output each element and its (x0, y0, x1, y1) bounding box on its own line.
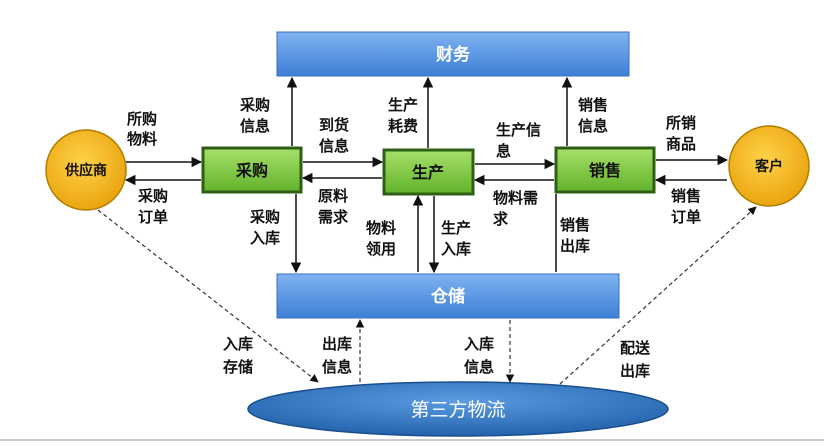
sales-box-label: 销售 (589, 161, 621, 180)
label-arrival-info-1: 到货 (319, 116, 349, 134)
label-sold-goods-1: 所销 (666, 114, 696, 132)
label-inbound-info-1: 入库 (464, 335, 494, 353)
label-supplier-to-purchase-2: 物料 (127, 130, 157, 148)
arrow-supplier-to-logistics (97, 209, 319, 383)
finance-bar: 财务 (276, 31, 630, 77)
label-material-use-1: 物料 (366, 219, 396, 237)
label-sales-info-2: 信息 (578, 117, 608, 135)
purchase-box-label: 采购 (235, 161, 268, 180)
flow-labels: 所购 物料 采购 订单 采购 信息 到货 信息 原料 需求 采购 入库 生产 耗… (127, 96, 701, 380)
customer-circle: 客户 (728, 125, 810, 207)
label-purchase-inbound-1: 采购 (249, 208, 280, 226)
label-sales-info-1: 销售 (578, 96, 608, 114)
production-box: 生产 (382, 148, 475, 196)
label-arrival-info-2: 信息 (319, 137, 349, 155)
label-material-demand-1: 原料 (318, 187, 348, 205)
label-production-inbound-2: 入库 (441, 240, 471, 258)
label-material-use-2: 领用 (365, 240, 396, 258)
logistics-ellipse: 第三方物流 (247, 381, 669, 437)
label-outbound-info-1: 出库 (322, 335, 352, 353)
label-material-demand2-2: 求 (493, 210, 509, 228)
label-purchase-info-2: 信息 (240, 117, 270, 135)
production-box-label: 生产 (412, 163, 444, 182)
finance-bar-label: 财务 (435, 44, 471, 65)
arrow-logistics-to-customer (559, 206, 757, 385)
supplier-label: 供应商 (64, 162, 107, 179)
label-inbound-storage-2: 存储 (223, 358, 253, 376)
dashed-arrows (97, 206, 757, 385)
label-sales-outbound-1: 销售 (560, 216, 590, 234)
label-purchase-inbound-2: 入库 (250, 229, 280, 247)
supplier-circle: 供应商 (45, 129, 127, 211)
flow-arrows (124, 76, 729, 274)
label-production-info-1: 生产信 (496, 121, 541, 139)
label-material-demand2-1: 物料需 (493, 189, 538, 207)
customer-label: 客户 (754, 158, 783, 175)
sales-box: 销售 (554, 146, 656, 194)
label-inbound-storage-1: 入库 (223, 335, 253, 353)
label-supplier-to-purchase-1: 所购 (127, 110, 157, 128)
purchase-box: 采购 (201, 146, 303, 194)
label-inbound-info-2: 信息 (464, 358, 494, 376)
label-production-cost-2: 耗费 (388, 117, 418, 135)
label-purchase-order-2: 订单 (138, 208, 168, 226)
label-production-inbound-1: 生产 (441, 219, 471, 237)
label-sales-outbound-2: 出库 (560, 237, 590, 255)
warehouse-bar: 仓储 (276, 273, 620, 319)
label-production-cost-1: 生产 (388, 96, 418, 114)
label-production-info-2: 息 (496, 142, 511, 160)
label-sold-goods-2: 商品 (666, 135, 696, 153)
label-sales-order-2: 订单 (671, 208, 701, 226)
label-outbound-info-2: 信息 (322, 358, 352, 376)
warehouse-bar-label: 仓储 (430, 286, 465, 307)
label-material-demand-2: 需求 (318, 208, 349, 226)
label-purchase-info-1: 采购 (239, 96, 270, 114)
label-delivery-outbound-1: 配送 (620, 339, 651, 357)
label-sales-order-1: 销售 (671, 187, 701, 205)
logistics-label: 第三方物流 (410, 399, 505, 421)
label-delivery-outbound-2: 出库 (620, 362, 650, 380)
label-purchase-order-1: 采购 (137, 187, 168, 205)
